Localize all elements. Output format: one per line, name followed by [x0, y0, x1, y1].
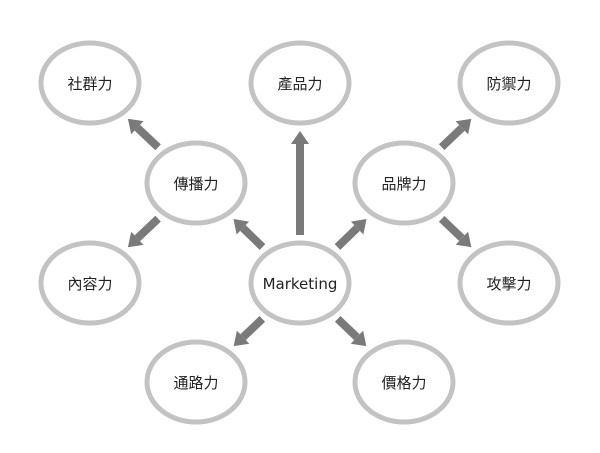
arrow-head	[455, 118, 472, 135]
nodes-layer: Marketing 社群力 產品力 防禦力 傳播力 品牌力 內容力 攻擊力	[38, 40, 561, 425]
node-marketing-ellipse	[248, 240, 352, 326]
arrow-marketing-to-channel	[233, 316, 266, 347]
node-brand: 品牌力	[352, 140, 456, 226]
arrow-marketing-to-communication	[233, 219, 266, 250]
arrow-head	[291, 131, 309, 144]
arrow-head	[233, 219, 250, 235]
arrow-marketing-to-price	[334, 316, 367, 347]
arrow-marketing-to-product	[291, 131, 309, 235]
arrows-layer	[127, 118, 472, 347]
arrow-head	[127, 231, 144, 248]
node-content-label: 內容力	[67, 275, 112, 293]
arrow-shaft	[438, 125, 465, 150]
node-content: 內容力	[38, 240, 142, 326]
node-communication-ellipse	[144, 140, 248, 226]
node-marketing: Marketing	[248, 240, 352, 326]
node-brand-label: 品牌力	[381, 175, 426, 193]
arrow-head	[233, 330, 250, 347]
node-community-ellipse	[38, 40, 142, 126]
node-attack-label: 攻擊力	[486, 275, 531, 293]
arrow-marketing-to-brand	[334, 219, 367, 250]
node-communication: 傳播力	[144, 140, 248, 226]
node-communication-label: 傳播力	[173, 175, 218, 193]
node-content-ellipse	[38, 240, 142, 326]
arrow-brand-to-attack	[438, 216, 472, 248]
arrow-shaft	[240, 316, 266, 341]
arrow-shaft	[334, 225, 360, 250]
arrow-communication-to-community	[127, 118, 161, 151]
arrow-head	[455, 231, 472, 248]
node-attack: 攻擊力	[457, 240, 561, 326]
arrow-brand-to-defense	[438, 118, 472, 150]
arrow-shaft	[134, 124, 161, 151]
node-community-label: 社群力	[67, 75, 112, 93]
arrow-communication-to-content	[127, 215, 161, 248]
arrow-shaft	[240, 225, 266, 250]
node-product-ellipse	[248, 40, 352, 126]
node-product-label: 產品力	[277, 75, 322, 93]
node-channel-ellipse	[144, 339, 248, 425]
arrow-head	[127, 118, 144, 135]
node-brand-ellipse	[352, 140, 456, 226]
node-defense-ellipse	[457, 40, 561, 126]
arrow-shaft	[334, 316, 360, 341]
node-channel-label: 通路力	[173, 374, 218, 392]
arrow-head	[350, 219, 367, 235]
node-defense-label: 防禦力	[486, 75, 531, 93]
arrow-head	[350, 330, 367, 347]
node-marketing-label: Marketing	[263, 275, 338, 293]
node-price-ellipse	[352, 339, 456, 425]
node-defense: 防禦力	[457, 40, 561, 126]
node-price: 價格力	[352, 339, 456, 425]
node-price-label: 價格力	[381, 374, 426, 392]
node-product: 產品力	[248, 40, 352, 126]
arrow-shaft	[438, 216, 465, 241]
node-community: 社群力	[38, 40, 142, 126]
node-attack-ellipse	[457, 240, 561, 326]
arrow-shaft	[134, 215, 161, 242]
node-channel: 通路力	[144, 339, 248, 425]
